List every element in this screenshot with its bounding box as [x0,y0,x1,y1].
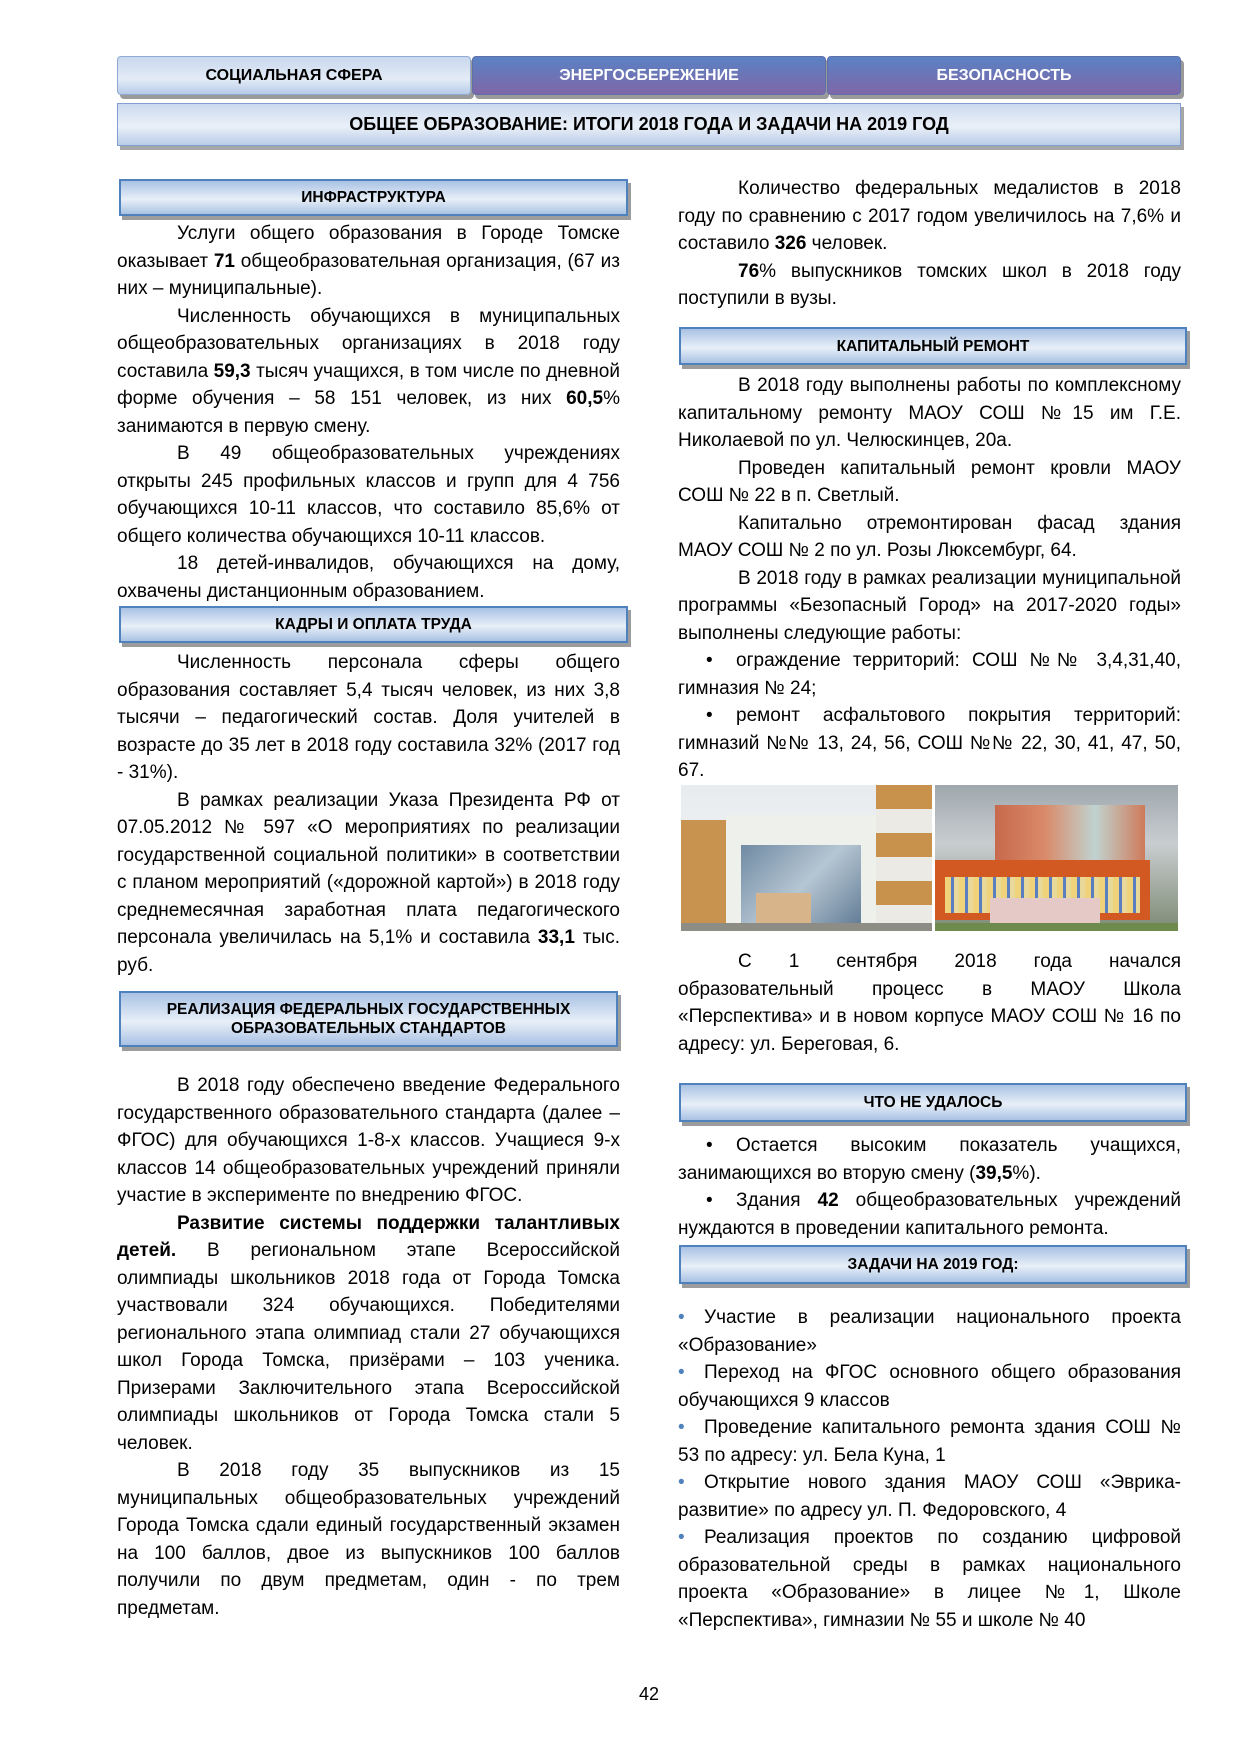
text: Переход на ФГОС основного общего образов… [678,1362,1181,1411]
paragraph: С 1 сентября 2018 года начался образоват… [678,948,1181,1058]
bullet-icon: • [678,1472,685,1493]
paragraph: В рамках реализации Указа Президента РФ … [117,787,620,980]
page-title: ОБЩЕЕ ОБРАЗОВАНИЕ: ИТОГИ 2018 ГОДА И ЗАД… [117,103,1181,146]
text: Численность персонала сферы общего образ… [117,652,620,783]
text: Услуги общего образования в Городе Томск… [117,223,620,272]
section-header-infrastructure: ИНФРАСТРУКТУРА [119,179,628,216]
text: С 1 сентября 2018 года начался образоват… [678,951,1181,1055]
text: %). [1012,1162,1041,1184]
bold-text: 42 [817,1190,839,1211]
text: В 2018 году 35 выпускников из 15 муницип… [117,1460,620,1619]
bold-text: 60,5 [566,388,604,409]
bold-text: 76 [738,260,760,282]
failed-list: •Остается высоким показатель учащихся, з… [678,1132,1181,1242]
text: общеобразовательных учреждений нуждаются… [678,1190,1181,1239]
section-header-staff: КАДРЫ И ОПЛАТА ТРУДА [119,606,628,643]
paragraph: В 2018 году 35 выпускников из 15 муницип… [117,1457,620,1622]
list-item: •Реализация проектов по созданию цифрово… [678,1524,1181,1634]
text: В 2018 году в рамках реализации муниципа… [678,567,1181,644]
tab-energy-saving[interactable]: ЭНЕРГОСБЕРЕЖЕНИЕ [472,56,826,95]
bold-text: 33,1 [537,927,575,948]
text: В 2018 году обеспечено введение Федераль… [117,1075,620,1206]
tasks-list: •Участие в реализации национального прое… [678,1304,1181,1634]
repair-bullets: •ограждение территорий: СОШ №№ 3,4,31,40… [678,647,1181,785]
text: В 2018 году выполнены работы по комплекс… [678,375,1181,451]
staff-text: Численность персонала сферы общего образ… [117,649,620,979]
paragraph: 76% выпускников томских школ в 2018 году… [678,258,1181,313]
bullet-icon: • [706,705,713,726]
paragraph: Развитие системы поддержки талантливых д… [117,1210,620,1458]
text: Численность обучающихся в муниципальных … [117,305,620,382]
text: тыс. руб. [117,927,620,976]
list-item: •ограждение территорий: СОШ №№ 3,4,31,40… [678,647,1181,702]
bullet-icon: • [678,1362,685,1383]
text: общеобразовательная организация, (67 из … [117,250,620,300]
text: Реализация проектов по созданию цифровой… [678,1527,1181,1631]
text: Остается высоким показатель учащихся, за… [678,1135,1181,1184]
infrastructure-text: Услуги общего образования в Городе Томск… [117,220,620,605]
capital-repair-text: В 2018 году выполнены работы по комплекс… [678,372,1181,785]
text: Открытие нового здания МАОУ СОШ «Эврика-… [678,1472,1181,1521]
section-header-fgos: РЕАЛИЗАЦИЯ ФЕДЕРАЛЬНЫХ ГОСУДАРСТВЕННЫХ О… [119,991,618,1047]
paragraph: 18 детей-инвалидов, обучающихся на дому,… [117,550,620,605]
text: В рамках реализации Указа Президента РФ … [117,789,620,949]
paragraph: В 2018 году обеспечено введение Федераль… [117,1072,620,1210]
school-building-photo-1 [681,785,932,931]
bullet-icon: • [706,1135,713,1156]
paragraph: В 49 общеобразовательных учреждениях отк… [117,440,620,550]
text: Капитально отремонтирован фасад здания М… [678,512,1181,562]
text: 18 детей-инвалидов, обучающихся на дому,… [117,553,620,602]
paragraph: Численность обучающихся в муниципальных … [117,303,620,441]
text: Проведен капитальный ремонт кровли МАОУ … [678,457,1181,507]
bold-text: 59,3 [213,360,251,382]
text: Здания [736,1190,818,1211]
list-item: •ремонт асфальтового покрытия территорий… [678,702,1181,785]
list-item: •Переход на ФГОС основного общего образо… [678,1359,1181,1414]
tab-security[interactable]: БЕЗОПАСНОСТЬ [827,56,1181,95]
paragraph: В 2018 году выполнены работы по комплекс… [678,372,1181,455]
paragraph: Численность персонала сферы общего образ… [117,649,620,787]
text: % выпускников томских школ в 2018 году п… [678,260,1181,310]
bold-text: 39,5 [975,1162,1013,1184]
text: ремонт асфальтового покрытия территорий:… [678,705,1181,781]
paragraph: В 2018 году в рамках реализации муниципа… [678,565,1181,648]
bullet-icon: • [678,1417,685,1438]
text: % занимаются в первую смену. [117,388,620,437]
section-header-capital-repair: КАПИТАЛЬНЫЙ РЕМОНТ [679,327,1187,365]
list-item: •Открытие нового здания МАОУ СОШ «Эврика… [678,1469,1181,1524]
section-header-failed: ЧТО НЕ УДАЛОСЬ [679,1083,1187,1122]
bold-text: 71 [213,250,235,272]
text: человек. [806,233,888,254]
repair-paragraphs: В 2018 году выполнены работы по комплекс… [678,372,1181,647]
text: ограждение территорий: СОШ №№ 3,4,31,40,… [678,650,1181,699]
school-building-photo-2 [935,785,1178,931]
tab-social-sphere[interactable]: СОЦИАЛЬНАЯ СФЕРА [117,56,471,95]
section-header-tasks: ЗАДАЧИ НА 2019 ГОД: [679,1245,1187,1284]
text: Количество федеральных медалистов в 2018… [678,178,1181,254]
paragraph: Количество федеральных медалистов в 2018… [678,175,1181,258]
bold-text: Развитие системы поддержки талантливых д… [117,1212,620,1262]
fgos-text: В 2018 году обеспечено введение Федераль… [117,1072,620,1622]
bold-text: 326 [774,233,807,254]
new-school-text: С 1 сентября 2018 года начался образоват… [678,948,1181,1058]
bullet-icon: • [706,1190,713,1211]
list-item: •Участие в реализации национального прое… [678,1304,1181,1359]
bullet-icon: • [678,1307,685,1328]
text: В региональном этапе Всероссийской олимп… [117,1240,620,1454]
paragraph: Капитально отремонтирован фасад здания М… [678,510,1181,565]
text: В 49 общеобразовательных учреждениях отк… [117,443,620,547]
text: Участие в реализации национального проек… [678,1307,1181,1356]
list-item: •Остается высоким показатель учащихся, з… [678,1132,1181,1187]
bullet-icon: • [678,1527,685,1548]
text: Проведение капитального ремонта здания С… [678,1417,1181,1466]
medalists-text: Количество федеральных медалистов в 2018… [678,175,1181,313]
paragraph: Услуги общего образования в Городе Томск… [117,220,620,303]
page-number: 42 [638,1684,660,1704]
list-item: • Здания 42 общеобразовательных учреждени… [678,1187,1181,1242]
text: тысяч учащихся, в том числе по дневной ф… [117,360,620,410]
list-item: •Проведение капитального ремонта здания … [678,1414,1181,1469]
paragraph: Проведен капитальный ремонт кровли МАОУ … [678,455,1181,510]
bullet-icon: • [706,650,713,671]
